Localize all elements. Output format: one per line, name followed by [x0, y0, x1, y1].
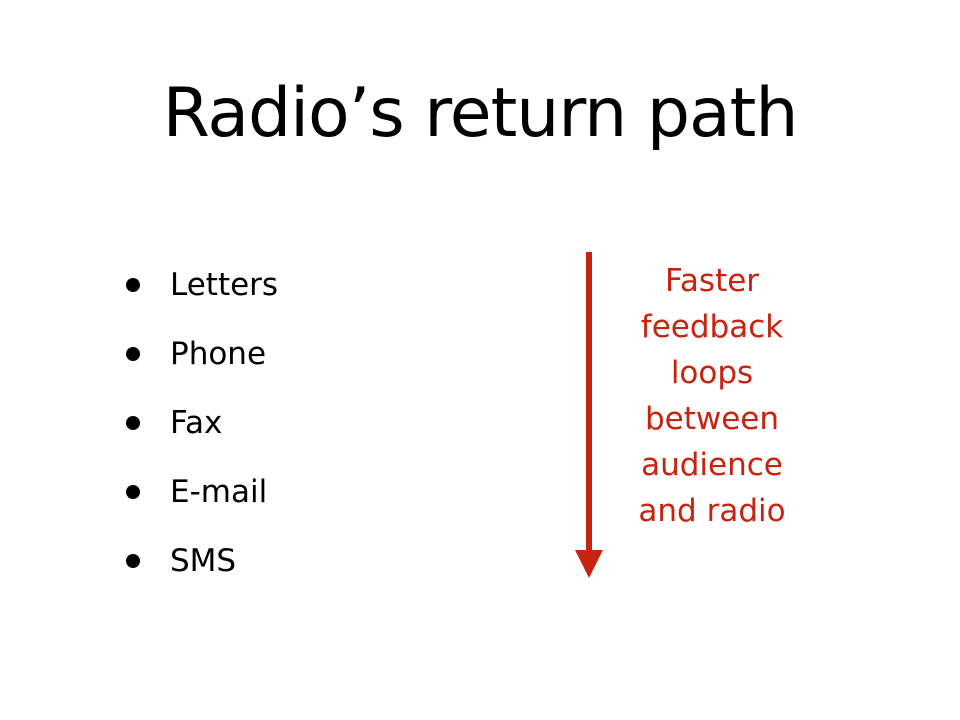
bullet-dot-icon [126, 484, 140, 499]
feedback-note: Faster feedback loops between audience a… [612, 258, 812, 534]
bullet-text: E-mail [170, 473, 268, 510]
feedback-line: and radio [638, 493, 786, 529]
bullet-dot-icon [126, 415, 140, 430]
bullet-text: Fax [170, 404, 223, 441]
bullet-dot-icon [126, 553, 140, 568]
down-arrow-icon [575, 252, 603, 578]
bullet-dot-icon [126, 346, 140, 361]
bullet-item: Fax [120, 388, 278, 457]
feedback-line: audience [641, 447, 783, 483]
bullet-item: E-mail [120, 457, 278, 526]
bullet-dot-icon [126, 277, 140, 292]
feedback-line: loops [670, 355, 754, 391]
bullet-item: SMS [120, 526, 278, 595]
feedback-line: feedback [640, 309, 784, 345]
bullet-item: Letters [120, 250, 278, 319]
bullet-text: SMS [170, 542, 237, 579]
feedback-line: between [644, 401, 780, 437]
bullet-text: Phone [170, 335, 267, 372]
bullet-item: Phone [120, 319, 278, 388]
bullet-list: Letters Phone Fax E-mail SMS [120, 250, 278, 595]
feedback-line: Faster [664, 263, 760, 299]
slide-title: Radio’s return path [162, 74, 799, 153]
arrow-head [575, 550, 603, 578]
bullet-text: Letters [170, 266, 279, 303]
